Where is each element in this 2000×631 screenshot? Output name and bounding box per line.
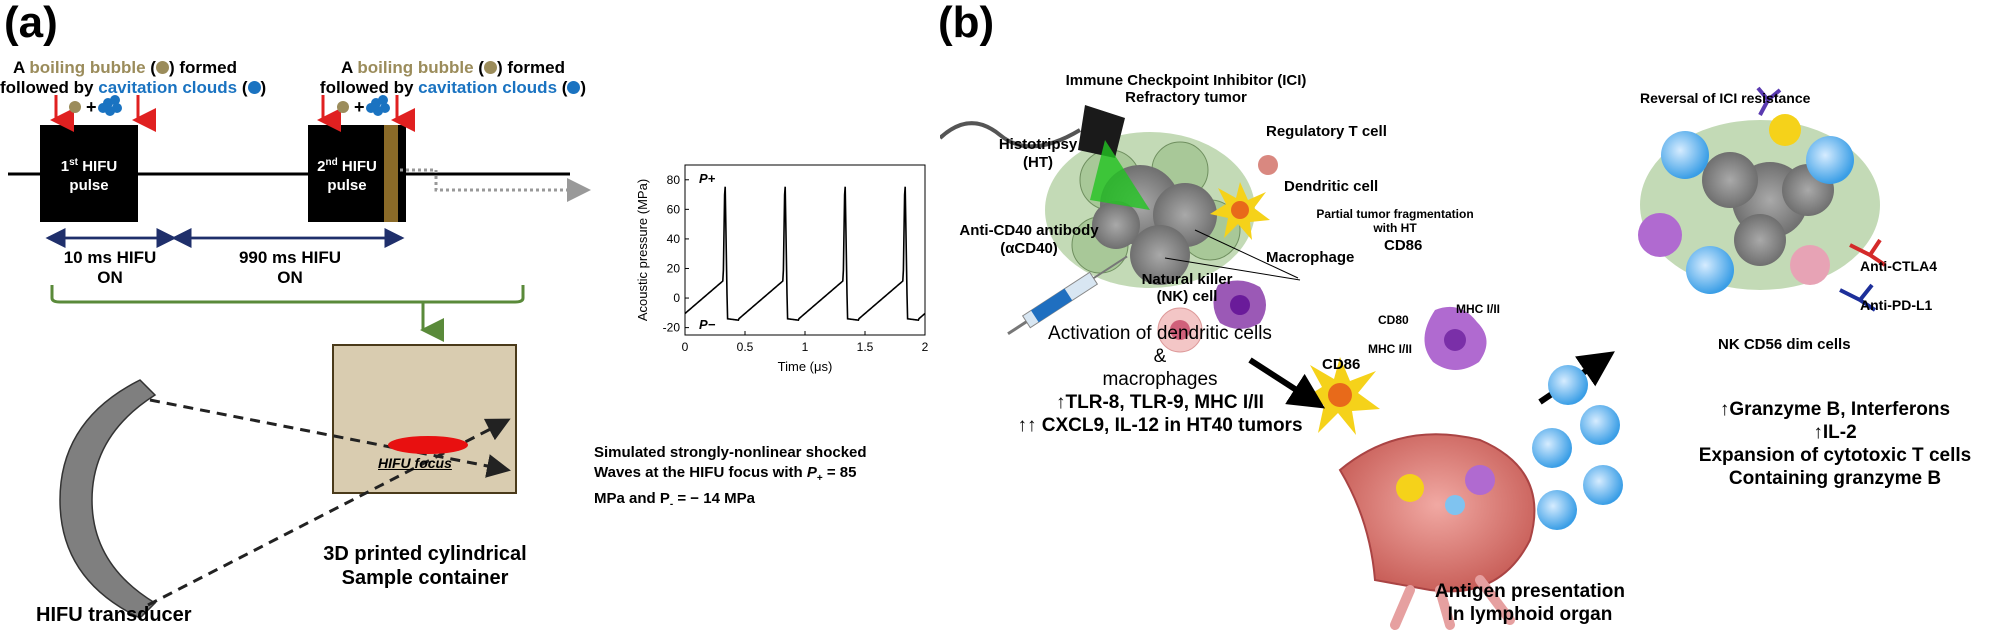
peak-annotation: P+	[699, 171, 716, 186]
activation-arrow	[1248, 357, 1326, 409]
cd86-top-label: CD86	[1384, 237, 1423, 254]
macrophage-icon	[1213, 280, 1266, 329]
regulatory-t-cell-label: Regulatory T cell	[1266, 123, 1387, 140]
panel-a-label: (a)	[4, 0, 58, 47]
x-tick-label: 1	[802, 340, 809, 354]
lymphoid-organ	[1338, 433, 1536, 630]
x-axis-label: Time (μs)	[778, 359, 833, 374]
nk-cell-icon	[1157, 307, 1203, 353]
anti-cd40-syringe	[1007, 255, 1128, 336]
histotripsy-label: Histotripsy(HT)	[998, 136, 1078, 171]
pulse-1-block	[40, 125, 138, 222]
y-tick-label: 60	[667, 202, 681, 216]
pulse-timeline-diagram: + +	[8, 95, 591, 619]
anti-pdl1-antibody-icon	[1839, 283, 1877, 312]
boiling-bubble-icon	[69, 101, 81, 113]
boiling-bubble-icon	[337, 101, 349, 113]
boiling-dot-icon	[155, 61, 169, 74]
plot-frame	[684, 164, 926, 336]
green-bracket	[50, 285, 525, 304]
focus-label: HIFU focus	[378, 455, 452, 471]
pressure-waveform	[684, 186, 926, 322]
anti-pdl1-label: Anti-PD-L1	[1860, 297, 1933, 313]
histotripsy-beam	[1090, 140, 1150, 210]
trough-annotation: P−	[699, 317, 716, 332]
reversal-title: Reversal of ICI resistance	[1640, 90, 1811, 106]
pulse-2-window	[384, 125, 398, 222]
cavitation-dot-icon	[567, 81, 581, 94]
ici-title: Immune Checkpoint Inhibitor (ICI)Refract…	[1065, 72, 1307, 106]
nk-cell-label: Natural killer(NK) cell	[1141, 271, 1233, 305]
cavitation-cloud-icon	[366, 95, 390, 116]
y-tick-label: 0	[673, 291, 680, 305]
regulatory-t-cell	[1258, 155, 1278, 175]
cd80-label: CD80	[1378, 313, 1409, 327]
anti-ctla4-label: Anti-CTLA4	[1860, 258, 1937, 274]
bubble-note-1: A boiling bubble () formed followed by c…	[0, 58, 267, 97]
activation-text: Activation of dendritic cells & macropha…	[1017, 323, 1303, 436]
svg-text:+: +	[354, 97, 365, 117]
svg-text:+: +	[86, 97, 97, 117]
y-tick-label: 40	[667, 232, 681, 246]
x-tick-label: 2	[922, 340, 929, 354]
dendritic-cell-icon	[1210, 182, 1270, 240]
transducer-label: HIFU transducer	[36, 604, 192, 626]
y-tick-label: 20	[667, 261, 681, 275]
nk-cd56-label: NK CD56 dim cells	[1718, 336, 1851, 353]
antibody-icon	[1756, 86, 1782, 116]
beam-line	[149, 398, 511, 478]
activated-macrophage-icon	[1424, 306, 1487, 370]
histotripsy-transducer	[1078, 105, 1125, 158]
cavitation-cloud-icon	[98, 95, 122, 116]
y-tick-label: 80	[667, 173, 681, 187]
anti-ctla4-antibody-icon	[1849, 238, 1887, 267]
cytotoxic-t-cells	[1532, 365, 1623, 530]
x-tick-label: 0	[682, 340, 689, 354]
y-tick-label: -20	[663, 321, 681, 335]
zoom-arrow	[400, 168, 591, 202]
immune-diagram	[940, 86, 1887, 630]
y-axis-label: Acoustic pressure (MPa)	[635, 179, 650, 321]
mhc-right-label: MHC I/II	[1456, 302, 1500, 316]
mhc-left-label: MHC I/II	[1368, 342, 1412, 356]
hifu-focus-spot	[388, 436, 468, 454]
boiling-dot-icon	[483, 61, 497, 74]
bubble-note-2: A boiling bubble () formed followed by c…	[319, 58, 587, 97]
cavitation-dot-icon	[247, 81, 261, 94]
chart-caption: Simulated strongly-nonlinear shocked Wav…	[594, 444, 867, 510]
dendritic-cell-label: Dendritic cell	[1284, 178, 1379, 195]
cd86-left-label: CD86	[1322, 356, 1361, 373]
x-tick-label: 1.5	[857, 340, 874, 354]
anti-cd40-label: Anti-CD40 antibody(αCD40)	[959, 222, 1099, 257]
granzyme-text: ↑Granzyme B, Interferons ↑IL-2 Expansion…	[1698, 399, 1972, 489]
panel-b-label: (b)	[938, 0, 995, 47]
reversed-tumor	[1638, 114, 1880, 294]
hifu-transducer	[59, 379, 157, 619]
macrophage-label: Macrophage	[1266, 249, 1355, 266]
x-tick-label: 0.5	[737, 340, 754, 354]
